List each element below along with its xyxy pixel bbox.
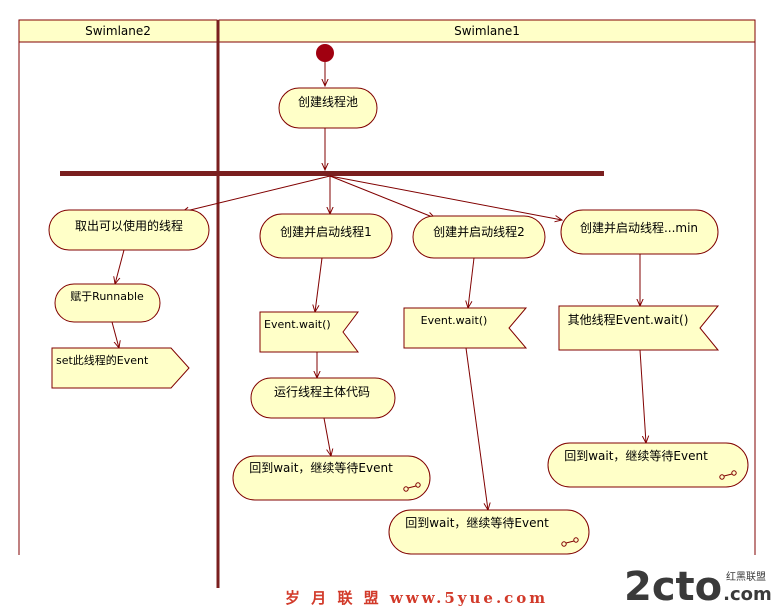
node-run-main [250, 377, 396, 419]
node-wait1 [259, 311, 359, 353]
label-set-event: set此线程的Event [56, 353, 149, 367]
label-create-thread1: 创建并启动线程1 [280, 224, 372, 239]
fork-bar [60, 171, 604, 176]
node-create-thread-min [560, 209, 719, 255]
label-create-thread-min: 创建并启动线程...min [580, 220, 698, 235]
node-assign-runnable [54, 283, 161, 323]
edge-fork-threadmin [329, 175, 562, 220]
edge-wait2-return2 [465, 347, 488, 510]
edge-fork-thread2 [329, 175, 435, 218]
label-assign-runnable: 赋于Runnable [70, 290, 144, 303]
label-create-thread2: 创建并启动线程2 [433, 224, 525, 239]
node-wait2 [403, 307, 528, 349]
edge-thread2-wait2 [468, 257, 475, 308]
label-create-pool: 创建线程池 [298, 94, 358, 109]
label-return2: 回到wait，继续等待Event [405, 516, 549, 530]
start-node [316, 44, 334, 62]
subactivity-icon [403, 482, 421, 492]
node-create-thread2 [412, 215, 546, 259]
label-run-main: 运行线程主体代码 [274, 384, 370, 399]
label-wait-other: 其他线程Event.wait() [568, 312, 689, 327]
node-set-event [51, 347, 190, 389]
watermark-right-small: 红黑联盟 [726, 570, 766, 583]
node-take-thread [48, 209, 210, 251]
node-wait-other [558, 305, 720, 351]
label-return3: 回到wait，继续等待Event [564, 449, 708, 463]
watermark-right-main: 2cto.com [624, 564, 772, 608]
watermark-right-brand: 2cto [624, 564, 722, 608]
node-return2 [388, 509, 590, 555]
node-create-thread1 [259, 213, 393, 259]
edge-fork-take [182, 175, 331, 212]
swimlane2-label: Swimlane2 [85, 24, 151, 38]
label-wait1: Event.wait() [264, 318, 331, 331]
subactivity-icon [561, 537, 579, 547]
edge-thread1-wait1 [315, 257, 323, 312]
label-return1: 回到wait，继续等待Event [249, 461, 393, 475]
node-return3 [547, 442, 749, 488]
label-take-thread: 取出可以使用的线程 [75, 218, 183, 233]
edge-assign-set [111, 321, 119, 348]
swimlane1-label: Swimlane1 [454, 24, 520, 38]
watermark-right-suffix: .com [723, 584, 772, 605]
watermark-right: 2cto.com 红黑联盟 [624, 564, 772, 608]
watermark-left: 岁 月 联 盟 www.5yue.com [285, 589, 548, 607]
subactivity-icon [719, 470, 737, 480]
node-return1 [232, 455, 431, 501]
edge-waitother-return3 [639, 349, 646, 443]
edge-take-assign [115, 249, 125, 284]
node-create-pool [278, 87, 378, 129]
edge-run-return1 [323, 417, 331, 456]
label-wait2: Event.wait() [421, 314, 488, 327]
